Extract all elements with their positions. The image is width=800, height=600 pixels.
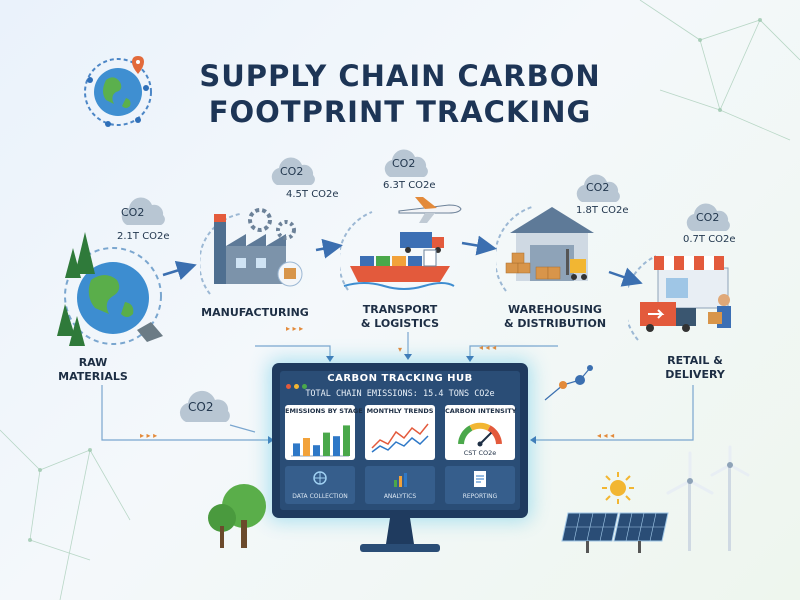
- forklift-icon: [566, 249, 587, 280]
- carbon-intensity-gauge: [458, 422, 502, 447]
- panel-emissions-by-stage-title: EMISSIONS BY STAGE: [285, 407, 363, 415]
- co2-badge-manufacturing: CO2: [280, 165, 304, 178]
- gauge-label: CST CO2e: [463, 449, 497, 457]
- title-line-2: FOOTPRINT TRACKING: [208, 95, 592, 129]
- monitor-stand: [360, 518, 440, 552]
- sun-icon: [602, 472, 634, 504]
- analytics-icon: [394, 473, 407, 487]
- svg-text:▾: ▾: [398, 345, 402, 354]
- panel-carbon-intensity-title: CARBON INTENSITY: [445, 407, 517, 415]
- storefront-icon: [628, 255, 731, 341]
- wind-turbine-icon: [666, 445, 750, 551]
- monthly-trend-line-chart: [371, 423, 429, 453]
- factory-icon: [200, 208, 303, 295]
- co2-badge-transport: CO2: [392, 157, 416, 170]
- co2-cloud-icon-retail: [686, 203, 730, 231]
- emission-retail: 0.7T CO2e: [683, 234, 736, 245]
- emission-warehousing: 1.8T CO2e: [576, 205, 629, 216]
- co2-cloud-icon-feed: [179, 390, 230, 422]
- co2-badge-retail: CO2: [696, 211, 720, 224]
- panel-carbon-intensity: [445, 405, 515, 460]
- co2-badge-feed: CO2: [188, 400, 214, 414]
- stage-label-warehousing: WAREHOUSING & DISTRIBUTION: [503, 303, 607, 330]
- hub-total-emissions: TOTAL CHAIN EMISSIONS: 15.4 TONS CO2e: [305, 389, 495, 399]
- warehouse-icon: [496, 206, 594, 292]
- reporting-icon: [474, 471, 486, 487]
- solar-panel-icon: [561, 512, 669, 553]
- svg-text:▸ ▸ ▸: ▸ ▸ ▸: [286, 324, 303, 333]
- co2-cloud-icon-transport: [384, 149, 428, 177]
- stage-label-raw: RAW MATERIALS: [58, 356, 128, 383]
- emission-raw: 2.1T CO2e: [117, 231, 170, 242]
- svg-text:◂ ◂ ◂: ◂ ◂ ◂: [597, 431, 614, 440]
- stage-bar: [293, 443, 300, 456]
- svg-text:▸ ▸ ▸: ▸ ▸ ▸: [140, 431, 157, 440]
- stage-bar: [323, 432, 330, 456]
- stage-label-retail: RETAIL & DELIVERY: [665, 354, 725, 381]
- title-line-1: SUPPLY CHAIN CARBON: [199, 59, 601, 93]
- globe-network-icon: [84, 56, 152, 127]
- co2-cloud-icon-raw: [121, 197, 165, 225]
- co2-badge-warehousing: CO2: [586, 181, 610, 194]
- panel-monthly-trends: [365, 405, 435, 460]
- tile-reporting-label: REPORTING: [462, 493, 498, 500]
- stage-bar: [343, 425, 350, 456]
- delivery-person-icon: [708, 294, 731, 328]
- stage-bar: [303, 438, 310, 456]
- stage-bar: [313, 445, 320, 456]
- co2-cloud-icon-manufacturing: [271, 157, 315, 185]
- co2-badge-raw: CO2: [121, 206, 145, 219]
- tile-data-collection-label: DATA COLLECTION: [292, 493, 348, 500]
- hub-title: CARBON TRACKING HUB: [327, 373, 473, 384]
- co2-cloud-icon-warehousing: [576, 174, 620, 202]
- data-collection-icon: [313, 471, 327, 485]
- tree-icon: [208, 484, 266, 548]
- emissions-bar-chart: [291, 425, 350, 457]
- svg-text:◂ ◂ ◂: ◂ ◂ ◂: [479, 343, 496, 352]
- page-title: SUPPLY CHAIN CARBON FOOTPRINT TRACKING: [0, 58, 800, 130]
- delivery-truck-icon: [640, 302, 696, 332]
- raw-materials-globe-icon: [57, 232, 163, 346]
- stage-bar: [333, 436, 340, 456]
- window-controls: [286, 374, 310, 393]
- airplane-icon: [398, 197, 462, 223]
- emission-transport: 6.3T CO2e: [383, 180, 436, 191]
- cargo-ship-icon: [340, 211, 455, 291]
- panel-monthly-trends-title: MONTHLY TRENDS: [366, 407, 434, 415]
- emission-manufacturing: 4.5T CO2e: [286, 189, 339, 200]
- stage-label-manufacturing: MANUFACTURING: [201, 306, 309, 319]
- stage-label-transport: TRANSPORT & LOGISTICS: [360, 303, 440, 330]
- tile-analytics-label: ANALYTICS: [383, 493, 417, 500]
